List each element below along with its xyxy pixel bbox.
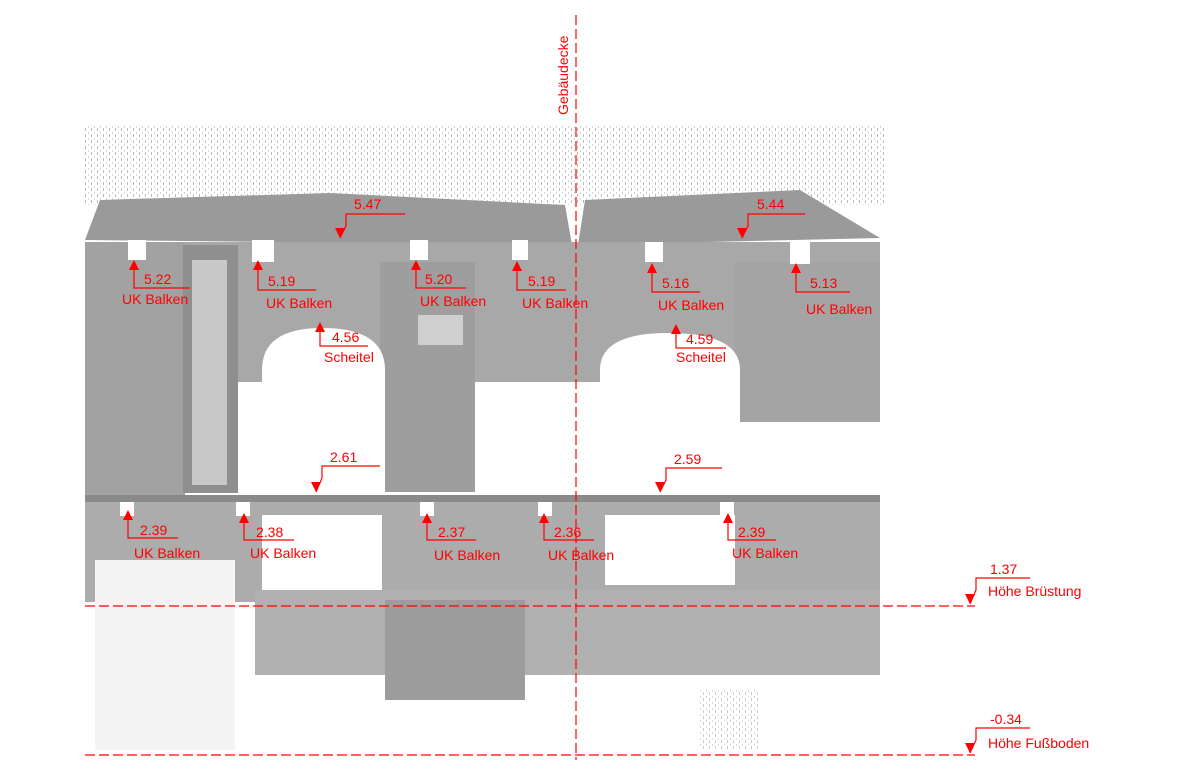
- arch-opening-left: [262, 328, 385, 492]
- arch-apex-label-2: Scheitel: [676, 349, 726, 365]
- roof-slab-left: [85, 193, 572, 245]
- roof-tiles: [85, 125, 885, 205]
- marker-top-beam-1: [335, 213, 405, 239]
- mid-pillar: [380, 262, 475, 492]
- upper-beam-value-4: 5.19: [528, 273, 555, 289]
- roof-slab-right: [578, 190, 880, 245]
- upper-beam-markers: [133, 265, 850, 293]
- mid-level-value-2: 2.59: [674, 451, 701, 467]
- lower-beam-label-2: UK Balken: [250, 545, 316, 561]
- floor-value: -0.34: [990, 711, 1022, 727]
- top-beam-value-2: 5.44: [757, 196, 784, 212]
- parapet-value: 1.37: [990, 561, 1017, 577]
- upper-beam-value-6: 5.13: [810, 275, 837, 291]
- lower-beam-label-1: UK Balken: [134, 545, 200, 561]
- parapet-label: Höhe Brüstung: [988, 583, 1081, 599]
- window-glass: [192, 260, 227, 485]
- lower-beam-value-3: 2.37: [438, 524, 465, 540]
- lower-opening-left: [262, 515, 382, 590]
- right-pillar: [735, 262, 880, 422]
- lower-wall-base: [255, 590, 880, 675]
- lower-block: [385, 600, 525, 700]
- floor-label: Höhe Fußboden: [988, 735, 1089, 751]
- lower-beam-value-2: 2.38: [256, 524, 283, 540]
- building-corner-label: Gebäudecke: [555, 35, 571, 115]
- upper-beam-value-2: 5.19: [268, 273, 295, 289]
- lower-beam-value-5: 2.39: [738, 524, 765, 540]
- upper-beam-label-5: UK Balken: [658, 297, 724, 313]
- upper-beam-value-5: 5.16: [662, 275, 689, 291]
- top-beam-value-1: 5.47: [354, 196, 381, 212]
- arch-opening-right: [600, 333, 740, 492]
- lower-beam-label-4: UK Balken: [548, 547, 614, 563]
- lower-beam-value-1: 2.39: [140, 522, 167, 538]
- upper-beam-value-3: 5.20: [425, 271, 452, 287]
- upper-beam-label-2: UK Balken: [266, 295, 332, 311]
- upper-beam-label-1: UK Balken: [122, 291, 188, 307]
- marker-top-beam-2: [737, 213, 805, 239]
- arch-apex-label-1: Scheitel: [324, 349, 374, 365]
- arch-apex-value-2: 4.59: [686, 331, 713, 347]
- mid-level-value-1: 2.61: [330, 449, 357, 465]
- mid-floor-band: [85, 495, 880, 503]
- lower-beam-value-4: 2.36: [554, 524, 581, 540]
- point-cloud-scan: [85, 125, 885, 750]
- upper-beam-value-1: 5.22: [144, 271, 171, 287]
- lower-left-gap: [95, 560, 235, 750]
- arch-apex-value-1: 4.56: [332, 329, 359, 345]
- lower-beam-label-3: UK Balken: [434, 547, 500, 563]
- wall-niche: [418, 315, 463, 345]
- center-pillar: [500, 262, 575, 382]
- lower-opening-right: [605, 515, 735, 585]
- left-bay: [85, 242, 185, 497]
- upper-beam-label-6: UK Balken: [806, 301, 872, 317]
- annotations: [85, 15, 975, 760]
- upper-beam-label-3: UK Balken: [420, 293, 486, 309]
- lower-beam-label-5: UK Balken: [732, 545, 798, 561]
- upper-beam-label-4: UK Balken: [522, 295, 588, 311]
